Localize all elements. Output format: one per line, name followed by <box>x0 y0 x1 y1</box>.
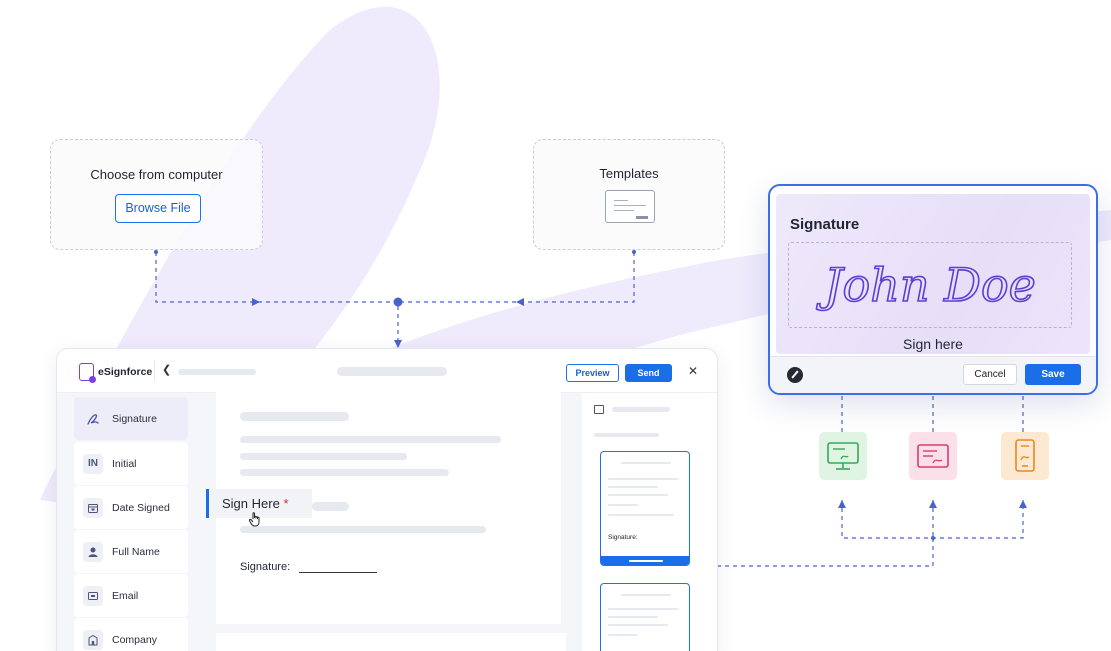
field-label: Company <box>112 633 157 646</box>
signature-modal-body: Signature John Doe Sign here <box>776 194 1090 354</box>
browse-file-button[interactable]: Browse File <box>115 194 201 223</box>
document-page-2[interactable] <box>216 633 566 651</box>
esignforce-logo: eSignforce <box>79 363 153 383</box>
calendar-icon <box>83 497 103 518</box>
hand-cursor-icon <box>248 511 262 530</box>
field-label: Initial <box>112 457 137 470</box>
close-icon[interactable]: ✕ <box>688 364 699 378</box>
text-placeholder <box>240 436 501 443</box>
preview-button[interactable]: Preview <box>566 364 619 382</box>
email-icon <box>83 585 103 606</box>
panel-toggle-icon[interactable] <box>594 405 604 414</box>
text-placeholder <box>240 469 449 476</box>
document-signature-label: Signature: <box>240 561 291 573</box>
topbar-divider <box>154 361 155 381</box>
field-label: Email <box>112 589 139 602</box>
signature-text: John Doe <box>816 258 1036 312</box>
breadcrumb-placeholder <box>178 369 256 375</box>
panel-title-placeholder <box>612 407 670 412</box>
laptop-certificate-icon <box>909 432 957 480</box>
document-editor-window: eSignforce ❮ Preview Send ✕ Signature IN… <box>56 348 718 651</box>
signature-modal-footer: Cancel Save <box>770 356 1096 393</box>
sign-here-caption: Sign here <box>903 336 963 352</box>
cancel-button[interactable]: Cancel <box>963 364 1017 385</box>
choose-from-computer-card[interactable]: Choose from computer Browse File <box>50 139 263 250</box>
field-initial[interactable]: IN Initial <box>74 442 188 485</box>
person-icon <box>83 541 103 562</box>
templates-label: Templates <box>599 166 659 181</box>
desktop-icon <box>819 432 867 480</box>
save-button[interactable]: Save <box>1025 364 1081 385</box>
sign-here-field-tag[interactable]: Sign Here * <box>206 489 312 518</box>
page-thumbnail-1[interactable]: Signature: <box>600 451 690 566</box>
text-placeholder <box>312 502 349 511</box>
field-email[interactable]: Email <box>74 574 188 617</box>
required-asterisk: * <box>283 496 289 511</box>
panel-subtitle-placeholder <box>594 433 659 437</box>
mobile-icon <box>1001 432 1049 480</box>
page-thumbnail-2[interactable] <box>600 583 690 651</box>
templates-card[interactable]: Templates <box>533 139 725 250</box>
thumbnail-selected-bar <box>601 556 689 565</box>
chevron-left-icon[interactable]: ❮ <box>162 364 172 376</box>
building-icon <box>83 629 103 650</box>
template-document-icon <box>605 190 655 223</box>
text-placeholder <box>240 453 407 460</box>
choose-from-computer-label: Choose from computer <box>90 167 223 182</box>
field-date-signed[interactable]: Date Signed <box>74 486 188 529</box>
signature-modal: Signature John Doe Sign here Cancel Save <box>768 184 1098 395</box>
field-full-name[interactable]: Full Name <box>74 530 188 573</box>
field-label: Full Name <box>112 545 160 558</box>
brand-name: eSignforce <box>98 366 153 378</box>
signature-pad[interactable]: John Doe <box>788 242 1072 328</box>
signature-line <box>299 572 377 573</box>
thumbnail-signature-label: Signature: <box>608 534 638 541</box>
text-placeholder <box>240 526 486 533</box>
document-title-placeholder <box>337 367 447 376</box>
signature-modal-title: Signature <box>790 216 860 233</box>
handwritten-signature: John Doe <box>815 257 1036 313</box>
send-button[interactable]: Send <box>625 364 672 382</box>
field-label: Date Signed <box>112 501 170 514</box>
esignforce-logo-icon <box>79 363 96 383</box>
pen-icon[interactable] <box>787 367 803 383</box>
sign-here-label: Sign Here * <box>222 496 289 511</box>
field-signature[interactable]: Signature <box>74 397 188 440</box>
field-label: Signature <box>112 412 157 425</box>
page-thumbnails-panel: Signature: <box>582 393 717 651</box>
pen-signature-icon <box>83 409 103 429</box>
editor-topbar: eSignforce ❮ Preview Send ✕ <box>57 349 717 393</box>
text-placeholder <box>240 412 349 421</box>
initial-icon: IN <box>83 453 103 474</box>
field-company[interactable]: Company <box>74 618 188 651</box>
